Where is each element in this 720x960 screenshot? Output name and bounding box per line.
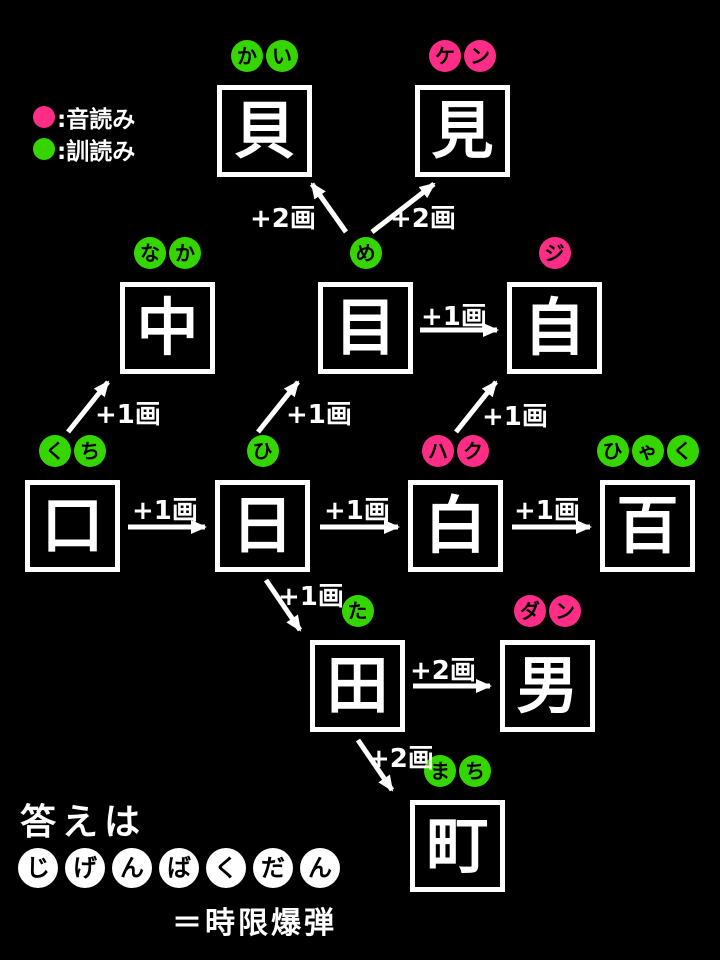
reading-circle: め — [349, 237, 382, 269]
reading-circle: ち — [459, 755, 491, 787]
kunyomi-dot-icon — [33, 138, 55, 160]
kanji-box: 口 — [25, 480, 120, 572]
kanji-node-dan: ダ ン 男 — [500, 594, 595, 732]
legend: :音読み :訓読み — [33, 103, 136, 165]
reading-circle: ン — [549, 595, 581, 627]
kanji-box: 目 — [318, 282, 413, 374]
kanji-box: 男 — [500, 640, 595, 732]
stroke-label: +2画 — [390, 204, 456, 234]
answer-circle: ん — [300, 848, 340, 888]
answer-intro-text: 答えは — [20, 802, 147, 843]
kanji-node-hyaku: ひ ゃ く 百 — [596, 434, 699, 572]
legend-kunyomi: :訓読み — [33, 135, 136, 165]
kanji-node-naka: な か 中 — [120, 236, 215, 374]
reading-circle: ケ — [429, 40, 461, 72]
onyomi-dot-icon — [33, 106, 55, 128]
reading-group: か い — [231, 39, 298, 73]
reading-group: く ち — [39, 434, 106, 468]
answer-reading-circles: じ げ ん ば く だ ん — [18, 848, 340, 888]
reading-circle: か — [231, 40, 263, 72]
stroke-label: +2画 — [368, 744, 434, 774]
answer-circle: ん — [112, 848, 152, 888]
reading-group: ひ — [246, 434, 279, 468]
arrow-me-to-kai — [309, 182, 349, 234]
reading-circle: ハ — [422, 435, 454, 467]
legend-onyomi: :音読み — [33, 103, 136, 133]
stroke-label: +2画 — [410, 656, 476, 686]
kanji-node-me: め 目 — [318, 236, 413, 374]
reading-circle: く — [39, 435, 71, 467]
reading-group: ひ ゃ く — [596, 434, 699, 468]
kanji-node-haku: ハ ク 白 — [408, 434, 503, 572]
legend-kunyomi-label: :訓読み — [57, 139, 136, 165]
reading-circle: ひ — [596, 435, 629, 467]
reading-group: め — [349, 236, 382, 270]
reading-group: ジ — [538, 236, 571, 270]
kanji-node-ji: ジ 自 — [507, 236, 602, 374]
reading-circle: か — [169, 237, 201, 269]
kanji-box: 百 — [600, 480, 695, 572]
answer-circle: げ — [65, 848, 105, 888]
kanji-node-kuchi: く ち 口 — [25, 434, 120, 572]
reading-circle: ダ — [514, 595, 546, 627]
reading-group: ケ ン — [429, 39, 496, 73]
kanji-box: 貝 — [217, 85, 312, 177]
answer-circle: く — [206, 848, 246, 888]
answer-circle: じ — [18, 848, 58, 888]
kanji-node-ken: ケ ン 見 — [415, 39, 510, 177]
reading-circle: ク — [457, 435, 489, 467]
kanji-node-kai: か い 貝 — [217, 39, 312, 177]
answer-circle: ば — [159, 848, 199, 888]
kanji-box: 中 — [120, 282, 215, 374]
answer-equation-text: ＝時限爆弾 — [172, 906, 337, 941]
reading-group: ま ち — [424, 754, 491, 788]
reading-circle: た — [341, 595, 374, 627]
stroke-label: +1画 — [514, 496, 580, 526]
kanji-box: 見 — [415, 85, 510, 177]
kanji-box: 町 — [410, 800, 505, 892]
legend-onyomi-label: :音読み — [57, 107, 136, 133]
kanji-box: 田 — [310, 640, 405, 732]
stroke-label: +2画 — [250, 204, 316, 234]
reading-group: ハ ク — [422, 434, 489, 468]
reading-circle: い — [266, 40, 298, 72]
reading-circle: く — [666, 435, 699, 467]
reading-group: た — [341, 594, 374, 628]
stroke-label: +1画 — [95, 400, 161, 430]
reading-circle: な — [134, 237, 166, 269]
kanji-box: 自 — [507, 282, 602, 374]
stroke-label: +1画 — [286, 400, 352, 430]
reading-circle: ひ — [246, 435, 279, 467]
stroke-label: +1画 — [324, 496, 390, 526]
reading-group: ダ ン — [514, 594, 581, 628]
reading-circle: ち — [74, 435, 106, 467]
stroke-label: +1画 — [278, 582, 344, 612]
reading-group: な か — [134, 236, 201, 270]
kanji-node-machi: ま ち 町 — [410, 754, 505, 892]
kanji-box: 白 — [408, 480, 503, 572]
reading-circle: ン — [464, 40, 496, 72]
kanji-node-ta: た 田 — [310, 594, 405, 732]
answer-circle: だ — [253, 848, 293, 888]
stroke-label: +1画 — [421, 302, 487, 332]
reading-circle: ま — [424, 755, 456, 787]
stroke-label: +1画 — [482, 402, 548, 432]
reading-circle: ジ — [538, 237, 571, 269]
kanji-box: 日 — [215, 480, 310, 572]
stroke-label: +1画 — [132, 496, 198, 526]
kanji-node-hi: ひ 日 — [215, 434, 310, 572]
reading-circle: ゃ — [631, 435, 664, 467]
